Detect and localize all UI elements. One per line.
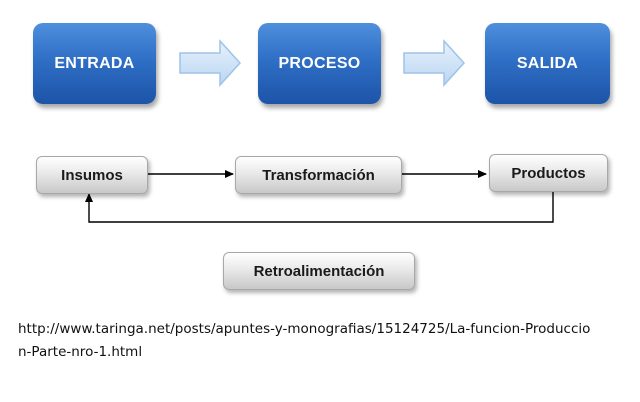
- proceso-box: PROCESO: [258, 23, 381, 104]
- productos-label: Productos: [511, 164, 586, 182]
- source-url-text: http://www.taringa.net/posts/apuntes-y-m…: [18, 321, 591, 360]
- salida-label: SALIDA: [516, 54, 579, 72]
- transformacion-label: Transformación: [262, 166, 375, 184]
- transformacion-box: Transformación: [235, 156, 402, 194]
- productos-box: Productos: [489, 154, 608, 192]
- proceso-label: PROCESO: [278, 54, 361, 72]
- block-arrow-right-icon: [179, 39, 242, 87]
- retroalimentacion-box: Retroalimentación: [223, 252, 415, 290]
- retroalimentacion-label: Retroalimentación: [253, 262, 385, 280]
- insumos-box: Insumos: [36, 156, 148, 194]
- insumos-label: Insumos: [61, 166, 123, 184]
- salida-box: SALIDA: [485, 23, 610, 104]
- feedback-loop-arrow: [85, 191, 554, 223]
- entrada-box: ENTRADA: [33, 23, 156, 104]
- block-arrow-right-icon: [403, 39, 466, 87]
- entrada-label: ENTRADA: [54, 54, 135, 72]
